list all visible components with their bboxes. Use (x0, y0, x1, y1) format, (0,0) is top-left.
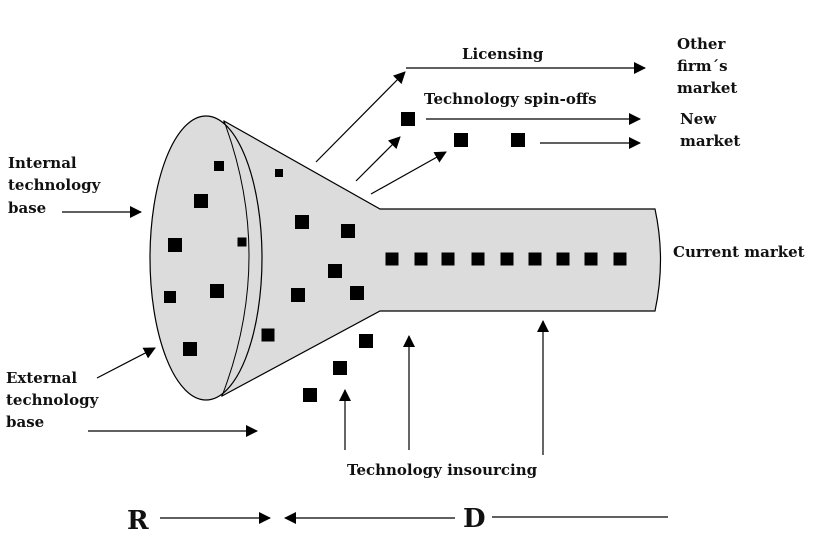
licensing-label: Licensing (462, 45, 544, 63)
technology-project-square (291, 288, 305, 302)
technology-project-square (237, 237, 247, 247)
technology-project-square (168, 238, 182, 252)
spin-off-diagonal-2 (370, 151, 447, 195)
external-base-label-3: base (6, 413, 44, 431)
d-label: D (463, 504, 486, 534)
technology-project-square (414, 252, 428, 266)
technology-project-square (454, 133, 468, 147)
technology-project-square (385, 252, 399, 266)
technology-project-square (441, 252, 455, 266)
internal-base-label-1: Internal (8, 154, 77, 172)
technology-projects (164, 112, 627, 402)
technology-project-square (303, 388, 317, 402)
technology-project-square (164, 291, 176, 303)
technology-project-square (556, 252, 570, 266)
licensing-diagonal-arrow (315, 71, 406, 163)
internal-base-label-2: technology (8, 176, 102, 194)
technology-project-square (528, 252, 542, 266)
internal-base-label-3: base (8, 199, 46, 217)
technology-project-square (511, 133, 525, 147)
new-market-label-1: New (680, 110, 717, 128)
current-market-label: Current market (673, 243, 805, 261)
other-market-label-3: market (677, 79, 737, 97)
arrows (62, 62, 668, 524)
funnel-mouth-inner-edge (221, 120, 250, 397)
technology-project-square (584, 252, 598, 266)
external-base-label-1: External (6, 369, 77, 387)
technology-project-square (210, 284, 224, 298)
technology-project-square (183, 342, 197, 356)
technology-project-square (341, 224, 355, 238)
other-market-label-1: Other (677, 35, 726, 53)
spin-offs-label: Technology spin-offs (424, 90, 597, 108)
technology-project-square (471, 252, 485, 266)
new-market-label-2: market (680, 132, 740, 150)
technology-project-square (359, 334, 373, 348)
technology-project-square (214, 161, 224, 171)
technology-project-square (500, 252, 514, 266)
spin-off-diagonal-1 (355, 136, 401, 182)
r-label: R (127, 506, 149, 536)
insourcing-label: Technology insourcing (347, 461, 538, 479)
technology-project-square (194, 194, 208, 208)
funnel-mouth (149, 115, 263, 401)
technology-project-square (350, 286, 364, 300)
external-base-arrow-diagonal (96, 347, 156, 379)
technology-project-square (295, 215, 309, 229)
external-base-label-2: technology (6, 391, 100, 409)
other-market-label-2: firm´s (677, 57, 728, 75)
technology-project-square (261, 328, 275, 342)
technology-project-square (333, 361, 347, 375)
technology-project-square (613, 252, 627, 266)
technology-project-square (401, 112, 415, 126)
technology-project-square (275, 169, 283, 177)
funnel-body (221, 119, 662, 398)
technology-project-square (328, 264, 342, 278)
